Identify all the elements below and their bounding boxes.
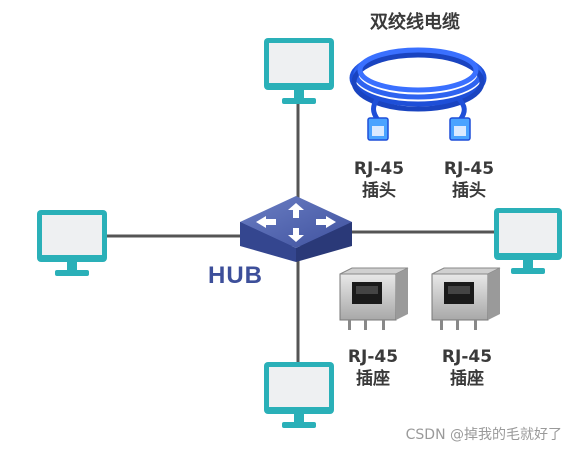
cable-title: 双绞线电缆 <box>370 12 460 33</box>
rj45-jack-icon <box>339 267 409 330</box>
plug-label-right-line1: RJ-45 <box>443 159 495 179</box>
connection-lines <box>105 100 498 362</box>
computer-monitor-icon <box>264 362 334 428</box>
jack-label-left: RJ-45 插座 <box>328 346 418 390</box>
jack-label-right-line2: 插座 <box>450 369 484 389</box>
plug-label-right-line2: 插头 <box>452 181 486 201</box>
rj45-plug-icon <box>449 117 471 141</box>
computer-monitor-icon <box>264 38 334 104</box>
jack-label-right-line1: RJ-45 <box>441 347 493 367</box>
rj45-jack-icon <box>431 267 501 330</box>
watermark: CSDN @掉我的毛就好了 <box>405 427 562 443</box>
jack-label-left-line2: 插座 <box>356 369 390 389</box>
rj45-plug-icon <box>367 117 389 141</box>
plug-label-left-line2: 插头 <box>362 181 396 201</box>
jack-label-right: RJ-45 插座 <box>422 346 512 390</box>
plug-label-left-line1: RJ-45 <box>353 159 405 179</box>
hub-label: HUB <box>208 262 263 289</box>
computer-monitor-icon <box>494 208 562 274</box>
ethernet-cable-icon <box>349 47 487 122</box>
plug-label-left: RJ-45 插头 <box>334 158 424 202</box>
plug-label-right: RJ-45 插头 <box>424 158 514 202</box>
jack-label-left-line1: RJ-45 <box>347 347 399 367</box>
hub-icon <box>240 196 352 262</box>
computer-monitor-icon <box>37 210 107 276</box>
